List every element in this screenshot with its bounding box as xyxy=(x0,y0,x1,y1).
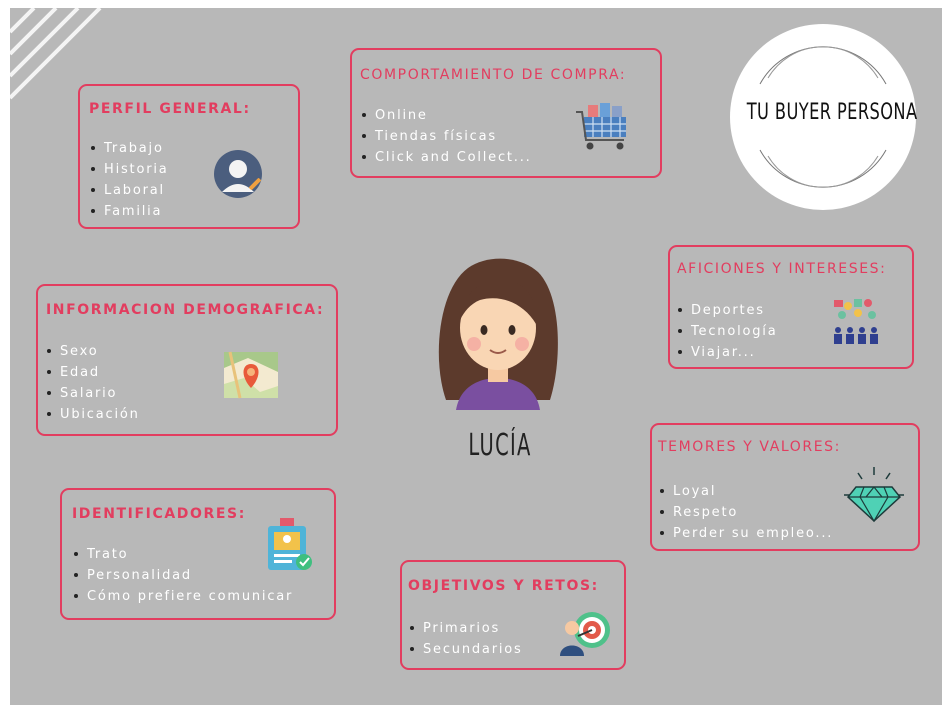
identificadores-card: IDENTIFICADORES: Trato Personalidad Cómo… xyxy=(60,488,336,620)
list-item: Tecnología xyxy=(678,321,777,342)
list-item: Ubicación xyxy=(47,404,140,425)
seal-arcs-decoration xyxy=(759,46,887,188)
list-item: Loyal xyxy=(660,481,833,502)
aficiones-card: AFICIONES Y INTERESES: Deportes Tecnolog… xyxy=(668,245,914,369)
objetivos-list: Primarios Secundarios xyxy=(410,618,523,660)
list-item: Online xyxy=(362,105,532,126)
comportamiento-list: Online Tiendas físicas Click and Collect… xyxy=(362,105,532,168)
list-item: Tiendas físicas xyxy=(362,126,532,147)
temores-list: Loyal Respeto Perder su empleo... xyxy=(660,481,833,544)
user-profile-icon xyxy=(214,150,262,198)
temores-card: TEMORES Y VALORES: Loyal Respeto Perder … xyxy=(650,423,920,551)
objetivos-heading: OBJETIVOS Y RETOS: xyxy=(408,578,599,594)
shopping-cart-icon xyxy=(576,103,626,150)
list-item: Primarios xyxy=(410,618,523,639)
id-badge-icon xyxy=(268,518,312,570)
list-item: Trato xyxy=(74,544,293,565)
perfil-general-card: PERFIL GENERAL: Trabajo Historia Laboral… xyxy=(78,84,300,229)
persona-name: LUCÍA xyxy=(468,428,532,463)
list-item: Familia xyxy=(91,201,169,222)
comportamiento-heading: COMPORTAMIENTO DE COMPRA: xyxy=(360,67,627,83)
aficiones-heading: AFICIONES Y INTERESES: xyxy=(677,261,887,277)
list-item: Edad xyxy=(47,362,140,383)
audience-interests-icon xyxy=(834,299,878,344)
perfil-general-list: Trabajo Historia Laboral Familia xyxy=(91,138,169,222)
corner-stripes-decoration xyxy=(10,8,102,100)
list-item: Perder su empleo... xyxy=(660,523,833,544)
list-item: Viajar... xyxy=(678,342,777,363)
list-item: Salario xyxy=(47,383,140,404)
diamond-icon xyxy=(844,467,904,523)
page-title: TU BUYER PERSONA xyxy=(746,100,918,125)
map-pin-icon xyxy=(224,351,278,399)
perfil-general-heading: PERFIL GENERAL: xyxy=(89,101,251,117)
title-seal: TU BUYER PERSONA xyxy=(730,24,918,210)
demografica-list: Sexo Edad Salario Ubicación xyxy=(47,341,140,425)
list-item: Click and Collect... xyxy=(362,147,532,168)
aficiones-list: Deportes Tecnología Viajar... xyxy=(678,300,777,363)
comportamiento-card: COMPORTAMIENTO DE COMPRA: Online Tiendas… xyxy=(350,48,662,178)
demografica-heading: INFORMACION DEMOGRAFICA: xyxy=(46,302,325,318)
target-goal-icon xyxy=(560,612,610,656)
list-item: Secundarios xyxy=(410,639,523,660)
demografica-card: INFORMACION DEMOGRAFICA: Sexo Edad Salar… xyxy=(36,284,338,436)
list-item: Personalidad xyxy=(74,565,293,586)
persona-avatar xyxy=(438,258,558,410)
list-item: Historia xyxy=(91,159,169,180)
list-item: Sexo xyxy=(47,341,140,362)
identificadores-heading: IDENTIFICADORES: xyxy=(72,506,246,522)
list-item: Laboral xyxy=(91,180,169,201)
objetivos-card: OBJETIVOS Y RETOS: Primarios Secundarios xyxy=(400,560,626,670)
temores-heading: TEMORES Y VALORES: xyxy=(658,439,841,455)
list-item: Trabajo xyxy=(91,138,169,159)
infographic-canvas: PERFIL GENERAL: Trabajo Historia Laboral… xyxy=(10,8,942,705)
list-item: Cómo prefiere comunicar xyxy=(74,586,293,607)
list-item: Respeto xyxy=(660,502,833,523)
identificadores-list: Trato Personalidad Cómo prefiere comunic… xyxy=(74,544,293,607)
list-item: Deportes xyxy=(678,300,777,321)
